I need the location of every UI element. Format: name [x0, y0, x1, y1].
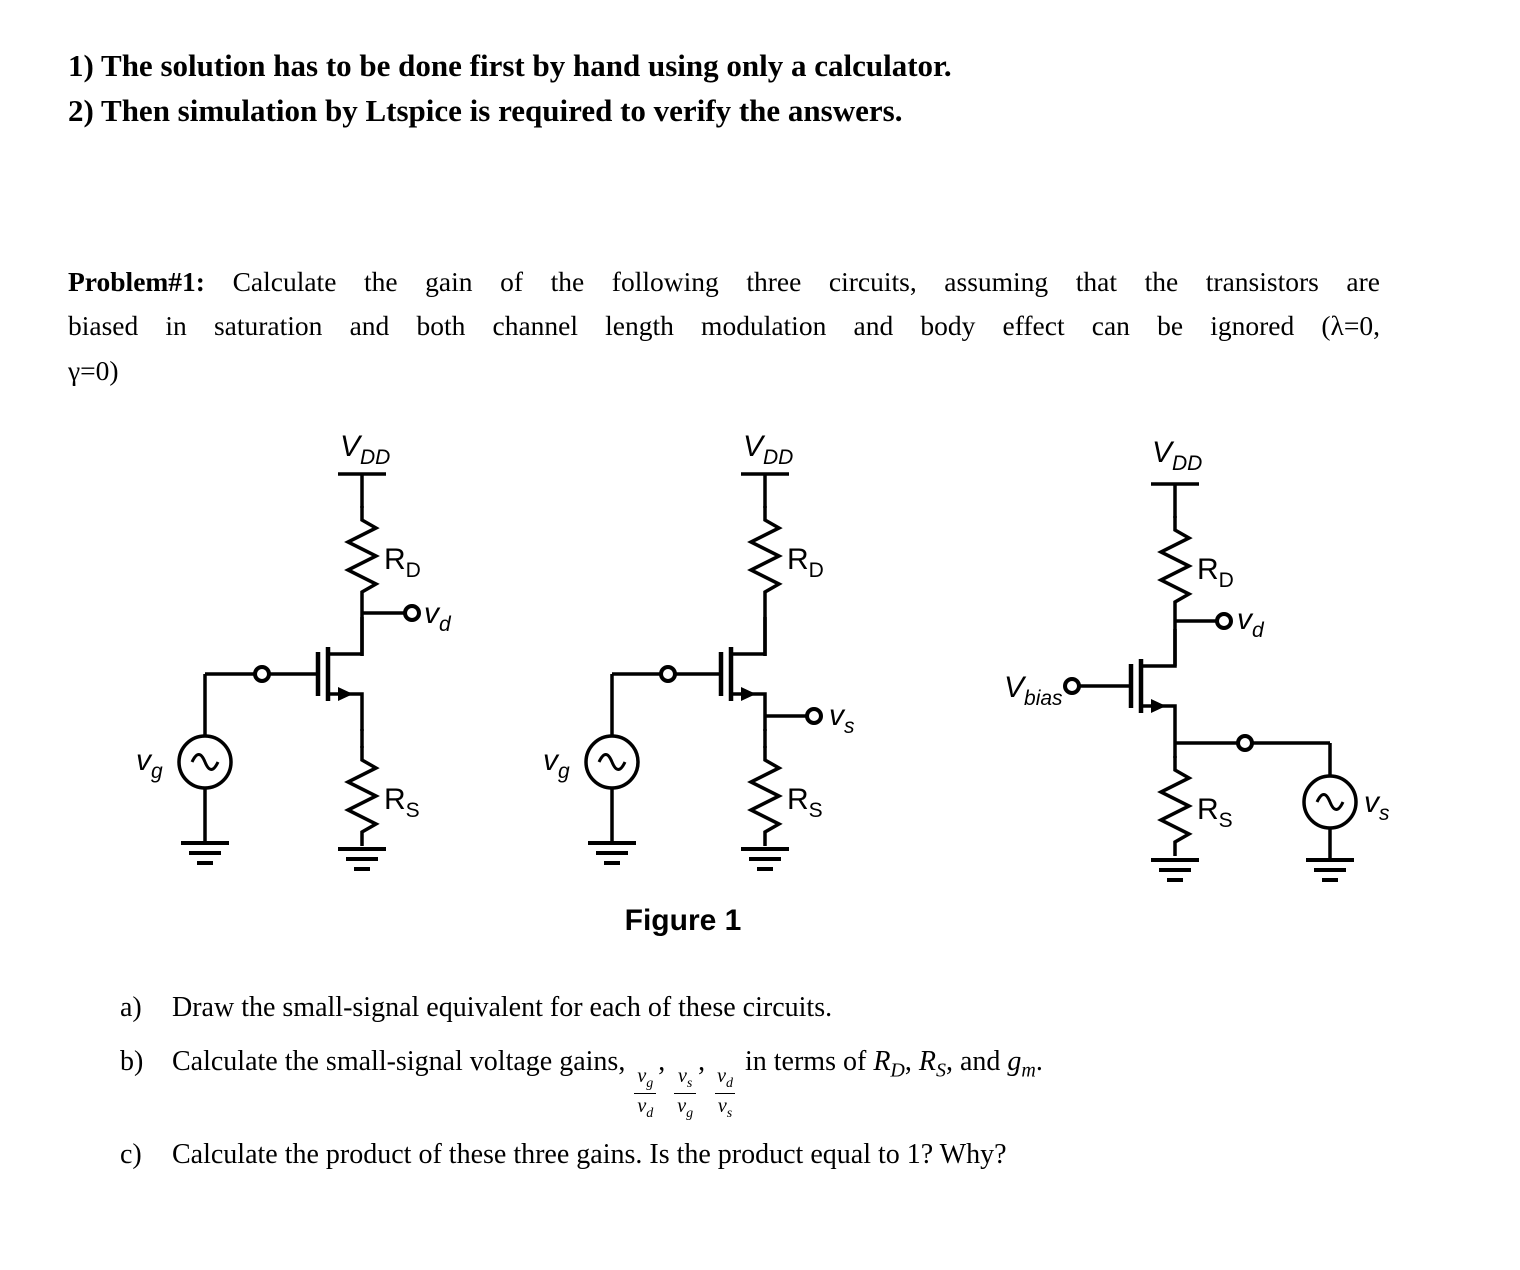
resistor-rs-2 [749, 743, 781, 848]
problem-line-3: γ=0) [68, 354, 119, 386]
symbol-rd: RD [873, 1046, 905, 1082]
ac-source-vs-3 [1302, 773, 1358, 830]
problem-statement: Problem#1: Calculate the gain of the fol… [68, 260, 1380, 394]
resistor-rs-3 [1159, 753, 1191, 858]
label-rd-1: RD [384, 543, 421, 582]
resistor-rs-1 [346, 743, 378, 848]
question-a-text: Draw the small-signal equivalent for eac… [172, 991, 833, 1023]
terminal-vbias-3 [1063, 676, 1081, 695]
circuit-3-common-gate: VDD RD vd Vbias RS vs [1004, 436, 1390, 882]
figure-schematic: VDD RD vd RS vg VDD RD vs RS [136, 430, 1390, 882]
nmos-transistor-3 [1131, 629, 1175, 743]
label-vbias-3: Vbias [1004, 671, 1063, 710]
label-vg-1: vg [136, 744, 163, 783]
symbol-gm: gm [1007, 1046, 1036, 1082]
figure-1: VDD RD vd RS vg VDD RD vs RS [0, 416, 1450, 938]
question-list: a) Draw the small-signal equivalent for e… [68, 988, 1450, 1177]
instruction-line-2: 2) Then simulation by Ltspice is require… [68, 92, 903, 128]
symbol-rs: RS [918, 1046, 946, 1082]
nmos-transistor-2 [721, 617, 765, 731]
label-vdd-1: VDD [340, 430, 390, 469]
circuit-2-source-follower: VDD RD vs RS vg [543, 430, 855, 871]
question-b-text-pre: Calculate the small-signal voltage gains… [172, 1046, 626, 1078]
label-vd-3: vd [1237, 603, 1265, 642]
document-page: 1) The solution has to be done first by … [0, 44, 1450, 1177]
label-rs-2: RS [787, 783, 823, 822]
question-b-text-mid: in terms of [745, 1046, 867, 1078]
ground-2b [586, 840, 638, 865]
nmos-transistor-1 [318, 617, 362, 731]
question-b-and: and [959, 1046, 1001, 1078]
label-vdd-3: VDD [1152, 436, 1202, 475]
ground-3b [1304, 857, 1356, 882]
label-vd-1: vd [424, 597, 452, 636]
label-vdd-2: VDD [743, 430, 793, 469]
resistor-rd-1 [346, 503, 378, 608]
ac-source-vg-2 [584, 733, 640, 790]
problem-line-2: biased in saturation and both channel le… [68, 310, 1380, 342]
problem-line-1: Problem#1: Calculate the gain of the fol… [68, 265, 1380, 297]
node-source-3 [1236, 733, 1254, 752]
ac-source-vg-1 [177, 733, 233, 790]
label-rd-2: RD [787, 543, 824, 582]
label-vs-2: vs [829, 699, 855, 738]
question-c-text: Calculate the product of these three gai… [172, 1139, 1007, 1171]
instruction-line-1: 1) The solution has to be done first by … [68, 48, 952, 83]
node-gate-1 [253, 664, 271, 683]
ground-1b [179, 840, 231, 865]
ground-3a [1149, 857, 1201, 882]
node-gate-2 [659, 664, 677, 683]
resistor-rd-3 [1159, 513, 1191, 618]
label-rd-3: RD [1197, 553, 1234, 592]
terminal-vd-3 [1215, 611, 1233, 630]
label-vs-3: vs [1364, 786, 1390, 825]
figure-caption: Figure 1 [624, 903, 742, 937]
question-a: a) Draw the small-signal equivalent for e… [120, 988, 1450, 1029]
question-b-label: b) [120, 1046, 144, 1078]
resistor-rd-2 [749, 503, 781, 608]
terminal-vd-1 [403, 603, 421, 622]
question-c: c) Calculate the product of these three g… [120, 1135, 1450, 1176]
label-rs-1: RS [384, 783, 420, 822]
label-vg-2: vg [543, 744, 570, 783]
instructions: 1) The solution has to be done first by … [68, 44, 1450, 134]
ground-1a [336, 846, 388, 871]
ground-2a [739, 846, 791, 871]
question-a-label: a) [120, 991, 142, 1023]
question-b: b) Calculate the small-signal voltage gai… [120, 1042, 1450, 1121]
circuit-1-common-source: VDD RD vd RS vg [136, 430, 452, 871]
label-rs-3: RS [1197, 793, 1233, 832]
terminal-vs-2 [805, 706, 823, 725]
problem-label: Problem#1: [68, 265, 205, 297]
question-c-label: c) [120, 1139, 142, 1171]
